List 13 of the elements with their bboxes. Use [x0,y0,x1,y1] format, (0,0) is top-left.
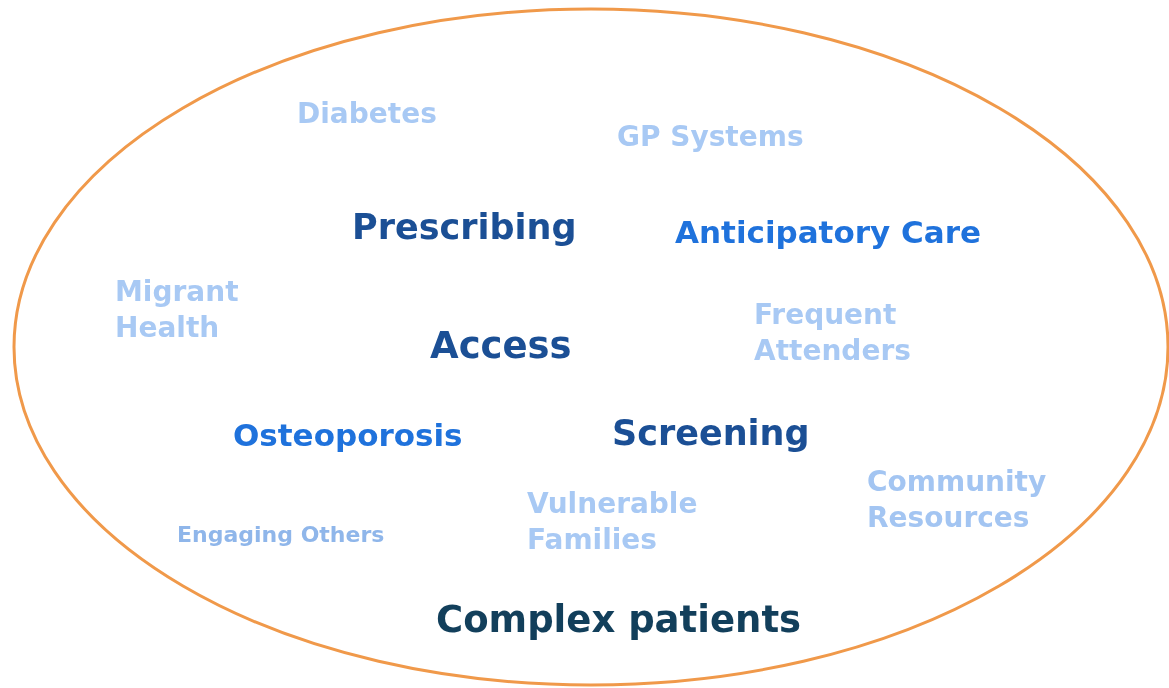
cloud-word: Complex patients [436,597,802,643]
cloud-word: Access [430,323,572,369]
cloud-word: Migrant Health [115,274,240,347]
cloud-word: Diabetes [297,96,437,132]
cloud-word: Anticipatory Care [675,213,981,252]
cloud-word: Vulnerable Families [527,486,699,559]
cloud-word: Prescribing [352,206,577,249]
cloud-word: Engaging Others [177,521,385,549]
cloud-word: Osteoporosis [233,416,463,455]
cloud-word: GP Systems [617,119,804,155]
cloud-word: Screening [612,412,810,455]
cloud-word: Frequent Attenders [754,297,912,370]
cloud-word: Community Resources [867,464,1048,537]
